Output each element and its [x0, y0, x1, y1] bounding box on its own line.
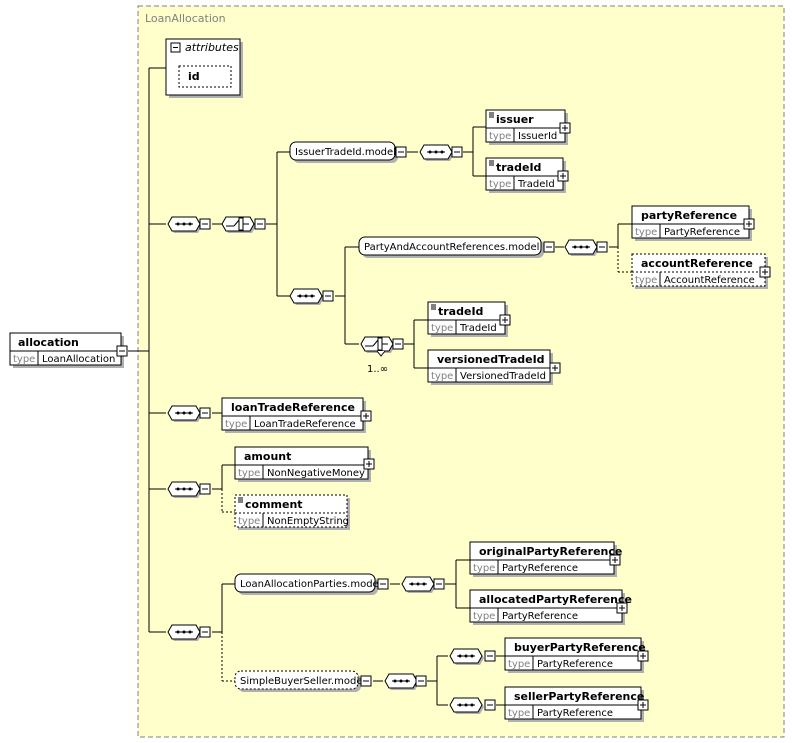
group-loan-allocation-parties-model[interactable]: LoanAllocationParties.model: [234, 573, 389, 595]
element-party-reference[interactable]: partyReference type PartyReference: [631, 205, 755, 241]
group-label: LoanAllocationParties.model: [240, 579, 381, 590]
element-name: tradeId: [438, 305, 483, 318]
sequence-compositor[interactable]: [449, 697, 496, 714]
sequence-compositor[interactable]: [401, 576, 445, 593]
attributes-label: attributes: [185, 41, 239, 54]
element-issuer[interactable]: issuer type IssuerId: [485, 109, 571, 145]
element-name: amount: [244, 450, 291, 463]
type-label: type: [238, 468, 260, 479]
element-trade-id[interactable]: tradeId type TradeId: [427, 301, 511, 337]
element-allocation[interactable]: allocation type LoanAllocation: [9, 332, 124, 368]
type-label: type: [508, 708, 530, 719]
type-value: PartyReference: [502, 611, 578, 622]
type-label: type: [225, 419, 247, 430]
group-label: PartyAndAccountReferences.model: [364, 242, 539, 253]
type-value: TradeId: [459, 323, 497, 334]
type-value: PartyReference: [537, 659, 613, 670]
element-name: allocation: [18, 336, 79, 349]
element-loan-trade-reference[interactable]: loanTradeReference type LoanTradeReferen…: [221, 397, 372, 433]
element-name: allocatedPartyReference: [479, 593, 632, 606]
element-versioned-trade-id[interactable]: versionedTradeId type VersionedTradeId: [427, 349, 561, 385]
type-label: type: [635, 275, 657, 286]
type-label: type: [238, 516, 260, 527]
type-label: type: [473, 563, 495, 574]
type-value: PartyReference: [664, 227, 740, 238]
type-value: NonEmptyString: [267, 516, 349, 527]
group-issuer-trade-id-model[interactable]: IssuerTradeId.model: [289, 141, 407, 163]
type-label: type: [508, 659, 530, 670]
type-label: type: [431, 371, 453, 382]
type-value: PartyReference: [537, 708, 613, 719]
element-name: comment: [245, 498, 303, 511]
element-buyer-party-reference[interactable]: buyerPartyReference type PartyReference: [504, 637, 649, 673]
type-label: type: [431, 323, 453, 334]
element-name: partyReference: [641, 209, 737, 222]
type-label: type: [489, 131, 511, 142]
cardinality-label: 1..∞: [367, 364, 388, 375]
element-name: originalPartyReference: [479, 545, 622, 558]
element-name: buyerPartyReference: [514, 641, 646, 654]
element-name: sellerPartyReference: [514, 690, 644, 703]
element-name: loanTradeReference: [231, 401, 355, 414]
type-value: VersionedTradeId: [460, 371, 546, 382]
group-label: SimpleBuyerSeller.model: [240, 676, 365, 687]
group-label: IssuerTradeId.model: [295, 147, 396, 158]
type-label: type: [473, 611, 495, 622]
type-value: PartyReference: [502, 563, 578, 574]
sequence-compositor[interactable]: [167, 481, 211, 498]
choice-compositor[interactable]: 1..∞: [360, 336, 404, 375]
connectors: [128, 67, 632, 706]
element-original-party-reference[interactable]: originalPartyReference type PartyReferen…: [469, 541, 622, 577]
type-value: LoanTradeReference: [254, 419, 356, 430]
element-name: versionedTradeId: [437, 353, 545, 366]
sequence-compositor[interactable]: [384, 673, 427, 690]
type-value: LoanAllocation: [42, 354, 115, 365]
type-value: TradeId: [517, 179, 555, 190]
attributes-group: attributes id: [165, 38, 243, 98]
type-value: AccountReference: [664, 275, 755, 286]
element-account-reference[interactable]: accountReference type AccountReference: [631, 253, 771, 289]
choice-compositor[interactable]: [221, 216, 266, 233]
sequence-compositor[interactable]: [419, 144, 463, 161]
sequence-compositor[interactable]: [167, 624, 211, 641]
sequence-compositor[interactable]: [289, 288, 334, 305]
type-label: type: [13, 354, 35, 365]
type-label: type: [635, 227, 657, 238]
sequence-compositor[interactable]: [564, 239, 608, 256]
complex-type-title: LoanAllocation: [145, 12, 226, 25]
group-party-and-account-references-model[interactable]: PartyAndAccountReferences.model: [358, 236, 555, 258]
sequence-compositor[interactable]: [167, 216, 211, 233]
element-comment[interactable]: comment type NonEmptyString: [234, 494, 350, 530]
element-trade-id[interactable]: tradeId type TradeId: [485, 157, 569, 193]
collapse-toggle[interactable]: [170, 42, 181, 53]
attribute-id: id: [188, 70, 200, 83]
type-value: NonNegativeMoney: [267, 468, 365, 479]
element-name: accountReference: [641, 257, 753, 270]
type-label: type: [489, 179, 511, 190]
type-value: IssuerId: [518, 131, 557, 142]
element-name: issuer: [496, 113, 534, 126]
sequence-compositor[interactable]: [167, 405, 211, 422]
element-allocated-party-reference[interactable]: allocatedPartyReference type PartyRefere…: [469, 589, 632, 625]
sequence-compositor[interactable]: [449, 648, 496, 665]
element-seller-party-reference[interactable]: sellerPartyReference type PartyReference: [504, 686, 649, 722]
group-simple-buyer-seller-model[interactable]: SimpleBuyerSeller.model: [234, 670, 372, 692]
element-amount[interactable]: amount type NonNegativeMoney: [234, 446, 375, 482]
collapse-toggle[interactable]: [116, 345, 128, 357]
element-name: tradeId: [496, 161, 541, 174]
